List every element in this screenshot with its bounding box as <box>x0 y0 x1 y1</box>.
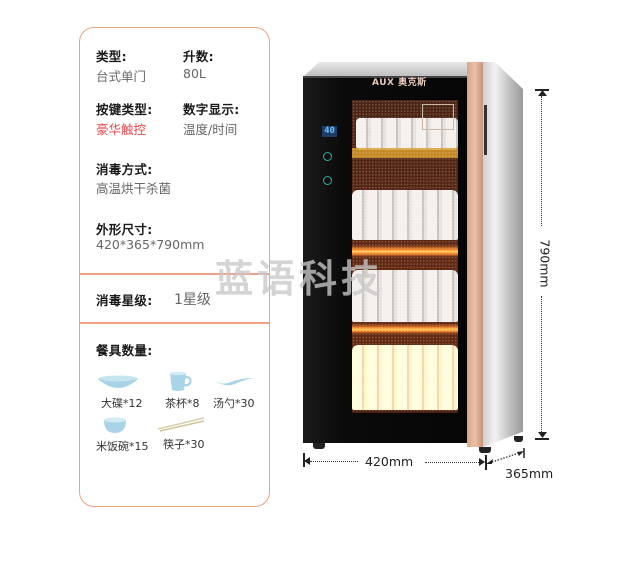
tableware-label-spoon: 汤勺*30 <box>213 397 255 410</box>
display-label: 数字显示: <box>183 102 240 117</box>
spec-card: 类型: 台式单门 升数: 80L 按键类型: 豪华触控 数字显示: 温度/时间 … <box>79 27 270 507</box>
chopsticks-icon <box>157 417 205 432</box>
cups-row <box>356 118 458 150</box>
cabinet-top <box>303 62 483 77</box>
foot-left <box>313 443 325 449</box>
rating-label: 消毒星级: <box>96 293 153 308</box>
capacity-label: 升数: <box>183 49 214 64</box>
button-type-label: 按键类型: <box>96 102 153 117</box>
arrow-down-icon <box>538 432 547 438</box>
type-label: 类型: <box>96 49 127 64</box>
arrow-up-icon <box>538 90 547 96</box>
tableware-label-bowl: 米饭碗*15 <box>96 440 149 453</box>
foot-right-back <box>514 436 523 442</box>
tableware-label: 餐具数量: <box>96 343 153 358</box>
spoon-icon <box>214 378 254 386</box>
plates-row-2 <box>352 270 458 322</box>
cabinet-copper-trim <box>467 62 483 447</box>
brand-logo: AUX 奥克斯 <box>372 78 427 88</box>
watermark: 蓝语科技 <box>215 257 384 301</box>
foot-right-front <box>479 447 491 453</box>
tableware-label-plate: 大碟*12 <box>101 397 143 410</box>
cabinet-window <box>352 100 458 413</box>
method-label: 消毒方式: <box>96 162 153 177</box>
plate-icon <box>98 375 138 388</box>
divider-bottom <box>80 322 269 324</box>
cabinet-side-panel <box>483 62 523 447</box>
size-label: 外形尺寸: <box>96 222 153 237</box>
plates-row-1 <box>352 190 458 240</box>
button-type-value: 豪华触控 <box>96 122 147 137</box>
warning-sticker <box>422 104 454 130</box>
type-value: 台式单门 <box>96 69 147 84</box>
heater-2 <box>352 324 458 334</box>
depth-label: 365mm <box>505 466 554 481</box>
temperature-display: 40 <box>322 126 337 137</box>
width-label: 420mm <box>365 454 414 469</box>
tableware-label-chopsticks: 筷子*30 <box>163 438 205 451</box>
arrow-right-icon <box>479 458 485 466</box>
disinfect-button-icon <box>323 176 332 185</box>
heater-1 <box>352 245 458 257</box>
display-value: 温度/时间 <box>183 122 238 137</box>
tableware-label-cup: 茶杯*8 <box>165 397 200 410</box>
cup-icon <box>170 371 192 391</box>
method-value: 高温烘干杀菌 <box>96 181 172 196</box>
divider-top <box>80 273 269 275</box>
capacity-value: 80L <box>183 66 206 81</box>
arrow-left-icon <box>304 457 310 465</box>
height-label: 790mm <box>537 239 553 288</box>
power-button-icon <box>323 152 332 161</box>
cabinet-handle <box>484 105 487 155</box>
top-rack <box>352 148 458 158</box>
size-value: 420*365*790mm <box>96 237 205 252</box>
rating-value: 1星级 <box>174 292 211 308</box>
depth-arrow-icon <box>486 448 525 464</box>
plates-row-3 <box>352 345 458 410</box>
bowl-icon <box>104 417 126 433</box>
